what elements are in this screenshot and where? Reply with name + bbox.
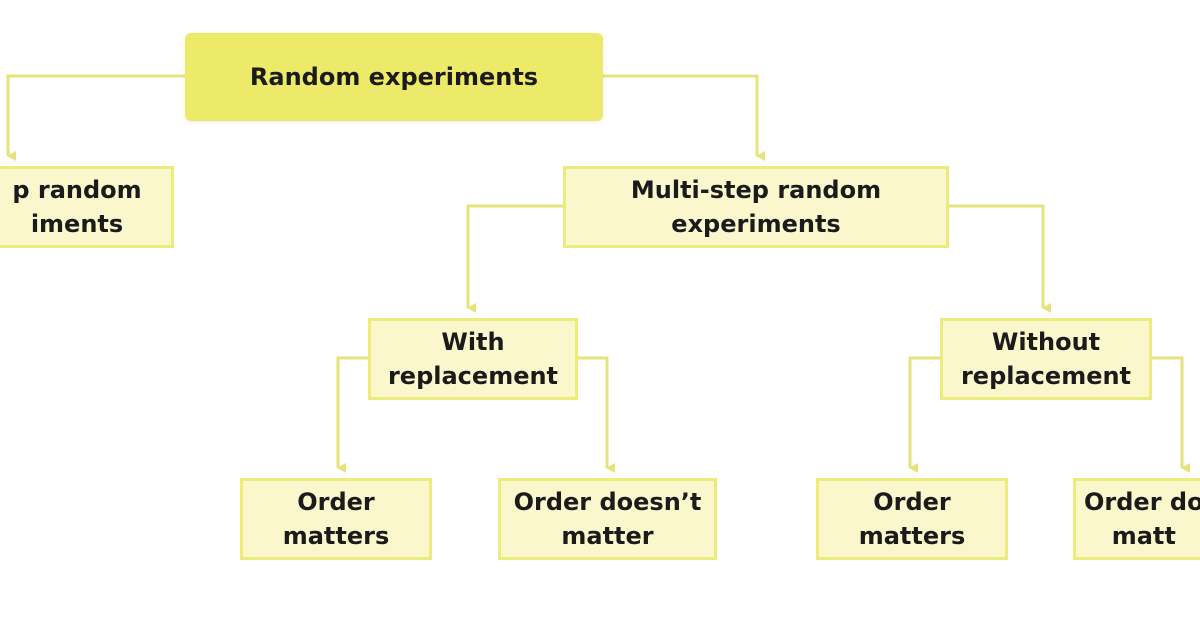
connector-without-to-order-doesnt-matter [1150,356,1190,473]
connector-with-to-order-matters [336,356,370,473]
node-with-replacement-order-matters: Order matters [240,478,432,560]
connector-root-to-multi-step [602,74,765,161]
node-label: With replacement [387,328,559,390]
connector-without-to-order-matters [908,356,942,473]
node-single-step-random-experiments: p random iments [0,166,174,248]
node-label: Order do matt [1084,488,1200,550]
node-multi-step-random-experiments: Multi-step random experiments [563,166,949,248]
node-label: Order matters [858,488,966,550]
connector-multi-to-without [948,204,1051,313]
node-label: Without replacement [960,328,1132,390]
connector-multi-to-with [466,204,565,313]
node-without-replacement-order-matters: Order matters [816,478,1008,560]
connector-root-to-single-step [6,74,185,161]
node-label: Order doesn’t matter [513,488,702,550]
node-without-replacement-order-doesnt-matter: Order do matt [1073,478,1200,560]
node-with-replacement-order-doesnt-matter: Order doesn’t matter [498,478,717,560]
node-label: Random experiments [249,63,539,91]
node-with-replacement: With replacement [368,318,578,400]
connector-with-to-order-doesnt-matter [576,356,615,473]
node-without-replacement: Without replacement [940,318,1152,400]
node-label: Order matters [282,488,390,550]
node-label: p random iments [12,176,142,238]
node-label: Multi-step random experiments [630,176,882,238]
node-random-experiments: Random experiments [185,33,603,121]
